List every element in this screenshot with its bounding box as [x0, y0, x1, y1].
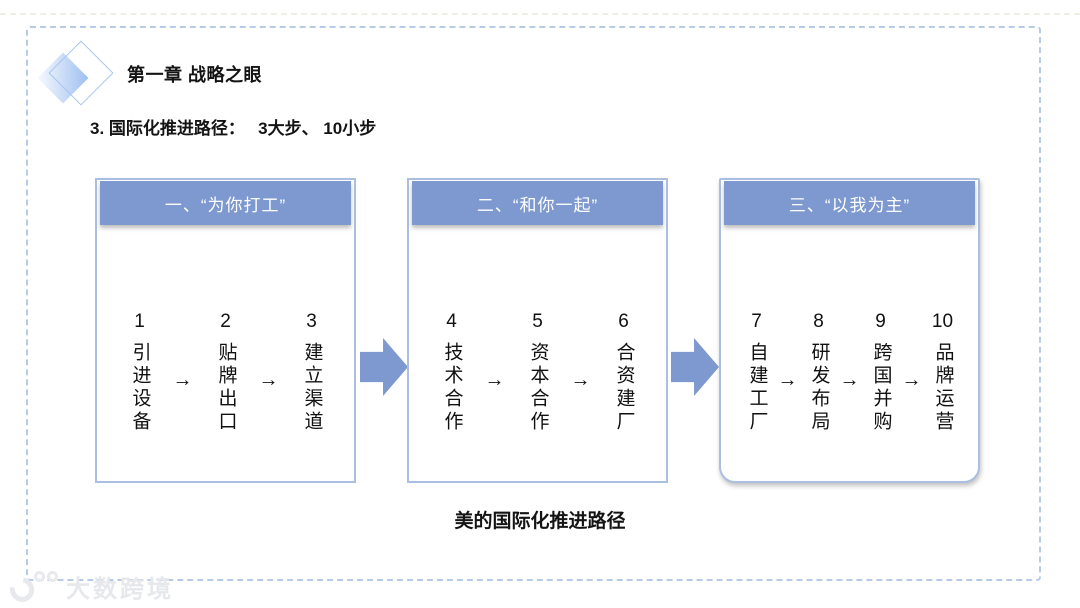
step-10: 10 品牌运营: [926, 310, 960, 439]
step-7: 7 自建工厂: [740, 310, 774, 439]
stage-2-steps: 4 技术合作 → 5 资本合作 → 6 合资建厂: [409, 310, 666, 439]
stage-1-header: 一、“为你打工”: [100, 181, 351, 225]
step-2: 2 贴牌出口: [209, 310, 243, 439]
watermark: 大数跨境: [5, 567, 174, 607]
right-arrow-icon: →: [570, 369, 591, 391]
step-10-number: 10: [931, 311, 954, 332]
slide-subtitle: 3. 国际化推进路径： 3大步、 10小步: [90, 119, 377, 138]
logo-circle-icon: [47, 571, 58, 582]
stage-1-title: 一、“为你打工”: [164, 195, 287, 215]
step-7-number: 7: [751, 311, 762, 332]
right-arrow-icon: →: [839, 369, 860, 391]
dashu-kuajing-logo-icon: [5, 567, 60, 607]
step-1: 1 引进设备: [123, 310, 157, 439]
stage-box-1: 一、“为你打工” 1 引进设备 → 2 贴牌出口 → 3 建立渠道: [95, 178, 356, 483]
step-1-number: 1: [134, 311, 145, 332]
step-2-label: 贴牌出口: [215, 342, 237, 434]
stage-box-3: 三、“以我为主” 7 自建工厂 → 8 研发布局 → 9 跨国并购 → 10 品…: [719, 178, 980, 483]
step-6: 6 合资建厂: [607, 310, 641, 439]
chapter-diamond-icon: [37, 40, 124, 108]
step-8: 8 研发布局: [802, 310, 836, 439]
step-3: 3 建立渠道: [295, 310, 329, 439]
watermark-text: 大数跨境: [66, 575, 174, 603]
step-2-number: 2: [220, 311, 231, 332]
right-arrow-icon: →: [258, 369, 279, 391]
step-3-number: 3: [306, 311, 317, 332]
step-9-number: 9: [875, 311, 886, 332]
right-arrow-icon: →: [901, 369, 922, 391]
step-5-label: 资本合作: [527, 342, 549, 434]
step-4: 4 技术合作: [435, 310, 469, 439]
stage-2-title: 二、“和你一起”: [476, 195, 599, 215]
step-3-label: 建立渠道: [301, 342, 323, 434]
step-6-label: 合资建厂: [613, 342, 635, 434]
step-4-label: 技术合作: [441, 342, 463, 434]
stage-box-2: 二、“和你一起” 4 技术合作 → 5 资本合作 → 6 合资建厂: [407, 178, 668, 483]
stage-transition-arrow-icon: [360, 338, 408, 396]
stage-3-steps: 7 自建工厂 → 8 研发布局 → 9 跨国并购 → 10 品牌运营: [721, 310, 978, 439]
step-7-label: 自建工厂: [746, 342, 768, 434]
logo-circle-icon: [34, 571, 45, 582]
step-8-label: 研发布局: [808, 342, 830, 434]
step-8-number: 8: [813, 311, 824, 332]
step-9-label: 跨国并购: [870, 342, 892, 434]
step-5: 5 资本合作: [521, 310, 555, 439]
page-boundary-dashed-line: [0, 13, 1080, 15]
stage-1-steps: 1 引进设备 → 2 贴牌出口 → 3 建立渠道: [97, 310, 354, 439]
stage-3-header: 三、“以我为主”: [724, 181, 975, 225]
stage-3-title: 三、“以我为主”: [788, 195, 911, 215]
step-10-label: 品牌运营: [932, 342, 954, 434]
chapter-title: 第一章 战略之眼: [127, 65, 263, 85]
step-5-number: 5: [532, 311, 543, 332]
right-arrow-icon: →: [172, 369, 193, 391]
right-arrow-icon: →: [777, 369, 798, 391]
diagram-caption: 美的国际化推进路径: [454, 511, 626, 532]
step-6-number: 6: [618, 311, 629, 332]
step-4-number: 4: [446, 311, 457, 332]
step-9: 9 跨国并购: [864, 310, 898, 439]
step-1-label: 引进设备: [129, 342, 151, 434]
stage-transition-arrow-icon: [671, 338, 719, 396]
right-arrow-icon: →: [484, 369, 505, 391]
stage-2-header: 二、“和你一起”: [412, 181, 663, 225]
